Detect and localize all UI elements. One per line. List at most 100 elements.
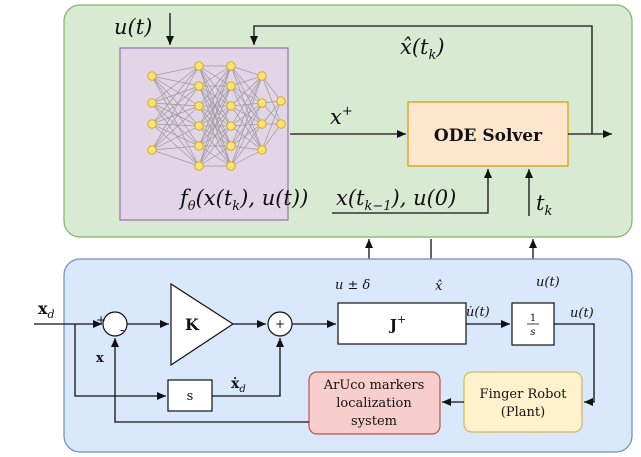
neural-network-nodes: [147, 61, 286, 171]
feedback-arrow: [250, 25, 593, 134]
nn-edge: [230, 145, 263, 151]
u-t-label-right: u(t): [570, 306, 594, 321]
nn-node: [226, 61, 236, 71]
nn-edge: [198, 65, 232, 167]
nn-edge: [198, 65, 232, 87]
nn-node: [147, 119, 157, 129]
neural-network-edges: [151, 65, 282, 167]
u-t-label-upper: u(t): [536, 275, 560, 290]
nn-node: [194, 101, 204, 111]
nn-edge: [151, 125, 200, 151]
nn-node: [226, 81, 236, 91]
nn-edge: [230, 65, 263, 77]
nn-edge: [230, 75, 263, 167]
nn-input-label: u(t): [114, 15, 152, 39]
nn-edge: [151, 85, 200, 125]
nn-edge: [198, 105, 232, 167]
nn-edge: [198, 65, 232, 127]
nn-node: [257, 119, 267, 129]
derivative-label: s: [187, 389, 194, 404]
nn-node: [257, 145, 267, 155]
xhat-label: x̂: [435, 279, 443, 294]
nn-edge: [230, 123, 263, 167]
nn-edge: [151, 102, 200, 107]
nn-edge: [151, 123, 200, 127]
finger-robot-line1: Finger Robot: [480, 387, 568, 402]
sum1-plus-sign: +: [96, 313, 106, 327]
nn-edge: [151, 65, 200, 151]
xd-branch-arrow: [74, 324, 166, 400]
tk-label: tk: [536, 191, 552, 219]
nn-edge: [151, 102, 200, 127]
initial-condition-arrow: [332, 169, 492, 214]
nn-edge: [151, 75, 200, 127]
aruco-line2: localization: [336, 396, 412, 411]
nn-edge: [230, 105, 263, 125]
nn-edge: [151, 123, 200, 167]
nn-edge: [151, 65, 200, 77]
nn-edge: [261, 100, 282, 125]
finger-robot-line2: (Plant): [501, 405, 545, 420]
nn-edge: [151, 102, 200, 147]
nn-node: [276, 119, 286, 129]
position-feedback-arrow: [111, 338, 309, 423]
nn-edge: [198, 145, 232, 167]
nn-edge: [230, 65, 263, 104]
nn-edge: [198, 85, 232, 167]
nn-edge: [230, 105, 263, 151]
nn-edge: [261, 75, 282, 125]
nn-edge: [151, 75, 200, 167]
nn-edge: [151, 102, 200, 167]
sum2-plus-sign: +: [275, 317, 285, 331]
nn-edge: [230, 75, 263, 127]
nn-edge: [151, 145, 200, 151]
nn-node: [194, 81, 204, 91]
integrator-denominator: s: [530, 327, 535, 338]
ode-solver-label: ODE Solver: [434, 126, 543, 146]
nn-edge: [230, 85, 263, 151]
integrator-numerator: 1: [530, 313, 536, 324]
nn-node: [194, 141, 204, 151]
nn-node: [257, 71, 267, 81]
udot-label: u̇(t): [466, 305, 490, 320]
nn-node: [226, 101, 236, 111]
nn-node: [226, 161, 236, 171]
nn-edge: [230, 85, 263, 104]
nn-edge: [230, 75, 263, 107]
nn-edge: [151, 149, 200, 167]
nn-edge: [230, 102, 263, 107]
jacobian-label: J+: [388, 313, 406, 334]
nn-edge: [151, 65, 200, 125]
nn-node: [226, 141, 236, 151]
nn-node: [194, 121, 204, 131]
nn-edge: [230, 102, 263, 147]
derivative-block: [167, 379, 213, 412]
aruco-line3: system: [351, 414, 397, 429]
nn-node: [194, 61, 204, 71]
nn-edge: [230, 149, 263, 167]
nn-node: [257, 98, 267, 108]
nn-edge: [230, 65, 263, 151]
nn-edge: [198, 125, 232, 167]
nn-edge: [151, 75, 200, 87]
nn-edge: [151, 105, 200, 125]
nn-edge: [261, 123, 282, 151]
ode-solver-box: [407, 101, 569, 167]
finger-robot-box: [463, 371, 583, 433]
nn-edge: [230, 75, 263, 147]
feedback-label: x̂(tk): [400, 35, 445, 63]
u-pm-delta-label: u ± δ: [335, 278, 371, 293]
nn-edge: [151, 75, 200, 107]
sum1-minus-sign: -: [120, 323, 124, 338]
nn-edge: [261, 102, 282, 125]
gain-label: K: [185, 315, 200, 334]
nn-edge: [261, 100, 282, 151]
u-to-plant-arrow: [554, 323, 595, 406]
nn-edge: [151, 105, 200, 151]
nn-node: [147, 98, 157, 108]
nn-edge: [151, 75, 200, 147]
xd-label: xd: [38, 299, 55, 321]
nn-edge: [151, 65, 200, 104]
nn-edge: [230, 102, 263, 127]
nn-edge: [230, 102, 263, 167]
